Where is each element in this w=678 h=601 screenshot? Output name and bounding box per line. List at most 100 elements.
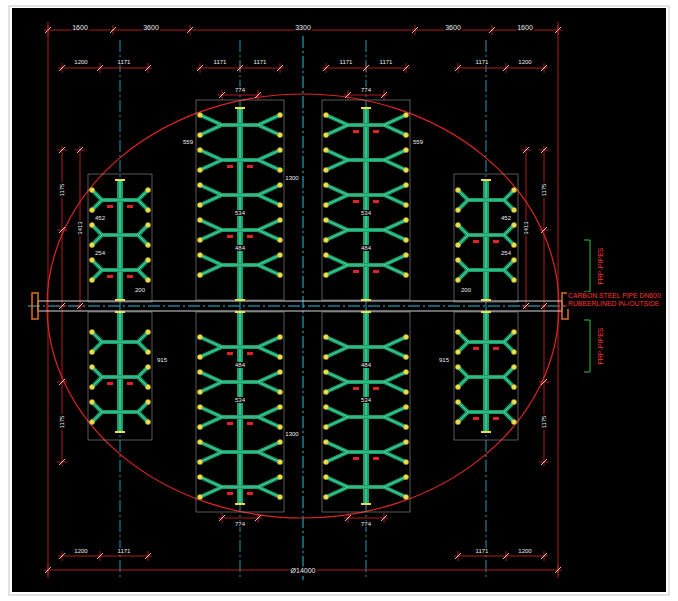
lateral-pipe-edge bbox=[240, 220, 280, 230]
pipe-support bbox=[373, 200, 379, 203]
centerline bbox=[240, 40, 241, 578]
centerline bbox=[366, 40, 367, 578]
dimension-tick bbox=[255, 515, 261, 521]
nozzle bbox=[89, 257, 94, 262]
rotated-dimension: 1175 bbox=[59, 183, 65, 198]
frame-border bbox=[9, 6, 669, 595]
nozzle bbox=[511, 222, 516, 227]
nozzle bbox=[323, 217, 328, 222]
dimension-text: 254 bbox=[500, 250, 512, 256]
lateral-pipe-edge bbox=[258, 382, 280, 392]
dimension-tick bbox=[110, 27, 116, 33]
pipe-support bbox=[353, 200, 359, 203]
nozzle bbox=[323, 354, 328, 359]
nozzle bbox=[403, 424, 408, 429]
lateral-pipe-edge bbox=[258, 195, 280, 205]
nozzle bbox=[197, 404, 202, 409]
nozzle bbox=[197, 439, 202, 444]
nozzle bbox=[511, 349, 516, 354]
rotated-dimension: 3413 bbox=[523, 220, 529, 235]
pipe-support bbox=[493, 240, 499, 243]
lateral-pipe bbox=[200, 265, 222, 275]
nozzle bbox=[455, 277, 460, 282]
rotated-dimension: 1175 bbox=[541, 183, 547, 198]
nozzle bbox=[145, 207, 150, 212]
nozzle bbox=[323, 389, 328, 394]
nozzle bbox=[145, 419, 150, 424]
nozzle bbox=[197, 202, 202, 207]
lateral-pipe bbox=[486, 367, 514, 377]
nozzle bbox=[89, 187, 94, 192]
lateral-pipe bbox=[240, 442, 280, 452]
dimension-tick bbox=[541, 227, 547, 233]
dimension-tick bbox=[59, 147, 65, 153]
lateral-pipe-edge bbox=[486, 332, 514, 342]
lateral-pipe-edge bbox=[92, 402, 120, 412]
nozzle bbox=[403, 252, 408, 257]
bracket bbox=[584, 240, 590, 292]
dimension-line bbox=[58, 68, 152, 69]
nozzle bbox=[277, 354, 282, 359]
lateral-pipe-edge bbox=[240, 185, 280, 195]
nozzle bbox=[403, 494, 408, 499]
lateral-pipe-edge bbox=[200, 407, 240, 417]
lateral-pipe bbox=[384, 195, 406, 205]
nozzle bbox=[323, 132, 328, 137]
nozzle bbox=[145, 399, 150, 404]
dimension-tick bbox=[59, 459, 65, 465]
dimension-text: 534 bbox=[360, 210, 372, 216]
dimension-text: 1300 bbox=[284, 175, 299, 181]
main-pipe bbox=[38, 301, 562, 311]
dimension-tick bbox=[255, 92, 261, 98]
lateral-pipe-edge bbox=[240, 407, 280, 417]
lateral-pipe-edge bbox=[326, 407, 366, 417]
column-frame bbox=[196, 312, 284, 512]
lateral-pipe-edge bbox=[200, 487, 222, 497]
pipe-cap bbox=[361, 311, 371, 313]
dimension-text: 1171 bbox=[213, 59, 228, 65]
lateral-pipe bbox=[326, 220, 366, 230]
lateral-pipe-edge bbox=[92, 260, 120, 270]
lateral-pipe bbox=[258, 195, 280, 205]
nozzle bbox=[145, 222, 150, 227]
dimension-text: 1171 bbox=[379, 59, 394, 65]
dimension-tick bbox=[59, 65, 65, 71]
lateral-pipe bbox=[326, 487, 348, 497]
lateral-pipe-edge bbox=[384, 452, 406, 462]
lateral-pipe bbox=[486, 332, 514, 342]
nozzle bbox=[323, 202, 328, 207]
extension-line bbox=[48, 22, 49, 578]
dimension-line bbox=[454, 556, 548, 557]
lateral-pipe bbox=[200, 347, 222, 357]
lateral-pipe-edge bbox=[366, 115, 406, 125]
lateral-pipe-edge bbox=[326, 150, 366, 160]
dimension-text: 3600 bbox=[142, 24, 160, 31]
lateral-pipe-edge bbox=[200, 160, 222, 170]
lateral-pipe bbox=[120, 225, 148, 235]
pipe-support bbox=[493, 347, 499, 350]
dimension-tick bbox=[197, 65, 203, 71]
pipe-support bbox=[353, 130, 359, 133]
dimension-tick bbox=[541, 553, 547, 559]
lateral-pipe bbox=[384, 382, 406, 392]
centerline bbox=[486, 40, 487, 578]
nozzle bbox=[511, 277, 516, 282]
nozzle bbox=[403, 439, 408, 444]
pipe-note: CARBON STEEL PIPE DN600 RUBBERLINED IN-/… bbox=[567, 292, 665, 309]
dimension-tick bbox=[555, 567, 561, 573]
lateral-pipe-edge bbox=[366, 372, 406, 382]
dimension-text: 200 bbox=[134, 287, 146, 293]
dimension-text: 1200 bbox=[517, 59, 532, 65]
lateral-pipe-edge bbox=[240, 442, 280, 452]
nozzle bbox=[197, 369, 202, 374]
lateral-pipe bbox=[200, 417, 222, 427]
pipe-support bbox=[473, 347, 479, 350]
nozzle bbox=[197, 424, 202, 429]
lateral-pipe-edge bbox=[366, 407, 406, 417]
dimension-text: 1300 bbox=[284, 431, 299, 437]
dimension-tick bbox=[412, 27, 418, 33]
dimension-line bbox=[344, 518, 388, 519]
lateral-pipe bbox=[92, 190, 120, 200]
pipe-support bbox=[227, 492, 233, 495]
dimension-text: 1600 bbox=[516, 24, 534, 31]
